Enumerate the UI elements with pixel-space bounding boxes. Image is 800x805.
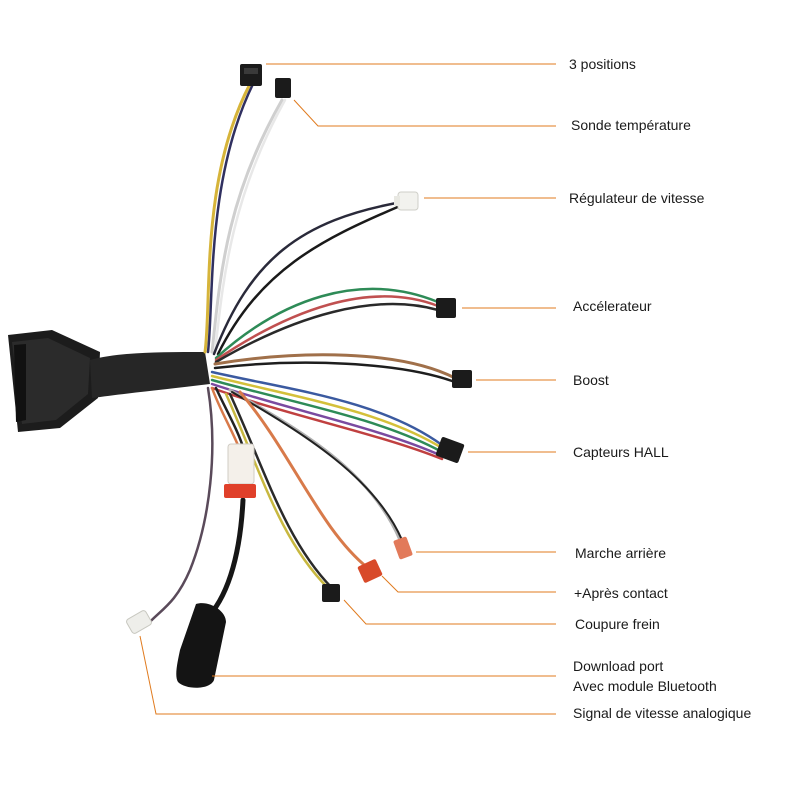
label-regulateur-vitesse: Régulateur de vitesse: [569, 190, 705, 206]
cable-sheath: [90, 352, 210, 398]
connector-signal-vitesse: [126, 610, 152, 634]
upper-wires: [203, 82, 457, 384]
connector-apres-contact: [357, 559, 383, 583]
label-capteurs-hall: Capteurs HALL: [573, 444, 669, 460]
leader-coupure-frein: [343, 599, 556, 625]
label-signal-vitesse: Signal de vitesse analogique: [573, 705, 752, 721]
connector-sonde-temperature: [275, 78, 291, 98]
connector-boost: [452, 370, 472, 388]
connector-marche-arriere: [393, 536, 413, 560]
label-sonde-temperature: Sonde température: [571, 117, 691, 133]
connector-capteurs-hall: [435, 437, 465, 463]
connector-coupure-frein: [322, 584, 340, 602]
label-marche-arriere: Marche arrière: [575, 545, 667, 561]
label-coupure-frein: Coupure frein: [575, 616, 660, 632]
label-download-port: Download port: [573, 658, 664, 674]
leader-sonde-temperature: [293, 99, 556, 127]
leader-apres-contact: [381, 575, 556, 593]
label-3-positions: 3 positions: [569, 56, 636, 72]
main-connector: [8, 330, 100, 432]
connectors: [126, 64, 472, 688]
lower-wires: [144, 370, 444, 628]
connector-white-red: [224, 443, 256, 498]
connector-3-positions: [240, 64, 262, 86]
label-apres-contact: +Après contact: [574, 585, 668, 601]
leader-lines: [139, 63, 556, 715]
label-module-bluetooth: Avec module Bluetooth: [573, 678, 717, 694]
connector-regulateur: [394, 191, 419, 211]
connector-accelerateur: [436, 298, 456, 318]
label-boost: Boost: [573, 372, 609, 388]
label-accelerateur: Accélerateur: [573, 298, 652, 314]
leader-signal-vitesse: [139, 635, 556, 715]
bluetooth-module: [176, 603, 226, 688]
